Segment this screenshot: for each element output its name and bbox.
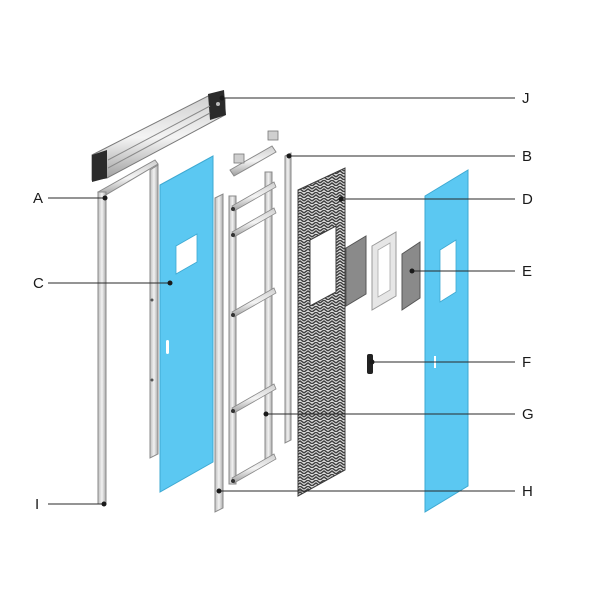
rear-door-panel [424,169,469,513]
door-handle [367,354,373,374]
label-j: J [522,90,530,107]
label-c: C [33,275,44,292]
honeycomb-core [297,167,346,497]
vertical-profile [214,193,224,513]
left-door-frame [97,159,159,505]
label-f: F [522,354,531,371]
label-i: I [35,496,39,513]
front-door-panel [159,155,214,493]
window-assembly [345,231,421,311]
label-d: D [522,191,533,208]
label-a: A [33,190,43,207]
rear-profile [284,152,292,444]
callouts: J B A D E C F G H I [33,90,534,513]
label-e: E [522,263,532,280]
label-g: G [522,406,534,423]
ladder-frame [228,130,279,485]
label-b: B [522,148,532,165]
label-h: H [522,483,533,500]
